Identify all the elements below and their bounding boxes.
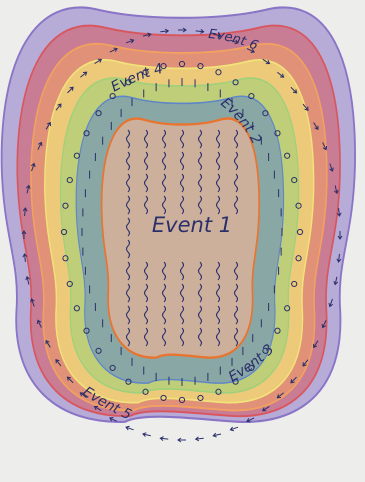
band-core [102, 119, 260, 358]
event-1-label: Event 1 [152, 213, 232, 237]
